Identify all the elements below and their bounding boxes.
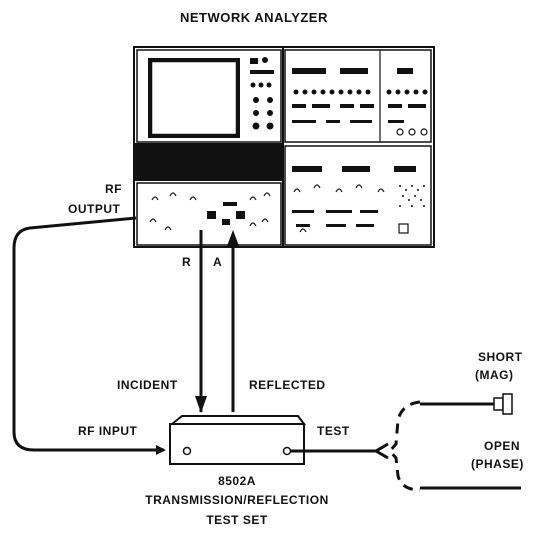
texture-dots bbox=[399, 185, 425, 207]
rf-output-label-line1: RF bbox=[105, 182, 122, 196]
diagram-title: NETWORK ANALYZER bbox=[180, 10, 328, 25]
network-analyzer-instrument bbox=[133, 46, 435, 248]
lower-right-controls bbox=[292, 166, 416, 227]
test-label: TEST bbox=[317, 424, 350, 438]
reflected-label: REFLECTED bbox=[249, 378, 326, 392]
port-r-label: R bbox=[182, 255, 192, 269]
display-controls bbox=[250, 57, 274, 130]
open-phase-label-line2: (PHASE) bbox=[471, 457, 524, 471]
open-phase-label-line1: OPEN bbox=[484, 439, 521, 453]
short-standard-plug bbox=[493, 393, 513, 415]
short-mag-label-line1: SHORT bbox=[478, 350, 523, 364]
standards-bracket bbox=[388, 400, 421, 492]
test-set-title-line2: TEST SET bbox=[206, 513, 268, 527]
rf-input-label: RF INPUT bbox=[78, 424, 138, 438]
test-set-box bbox=[169, 415, 306, 465]
display-bezel-band bbox=[135, 143, 283, 181]
connector-cluster bbox=[207, 202, 245, 225]
short-mag-label-line2: (MAG) bbox=[475, 368, 514, 382]
rf-output-label-line2: OUTPUT bbox=[68, 202, 121, 216]
rf-input-connector bbox=[182, 446, 192, 456]
upper-right-controls bbox=[292, 68, 428, 123]
rf-output-cable bbox=[12, 216, 166, 455]
test-set-title-line1: TRANSMISSION/REFLECTION bbox=[145, 493, 329, 507]
incident-label: INCIDENT bbox=[117, 378, 178, 392]
port-a-label: A bbox=[213, 255, 223, 269]
test-set-model-label: 8502A bbox=[218, 474, 256, 488]
